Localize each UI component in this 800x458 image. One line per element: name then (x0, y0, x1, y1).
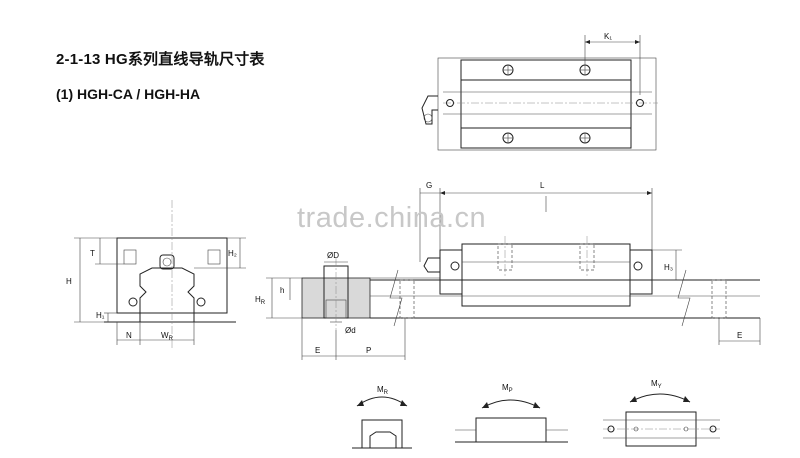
dimension-label-WR: WR (161, 331, 174, 342)
dimension-label-E-right: E (737, 331, 742, 340)
page-title: 2-1-13 HG系列直线导轨尺寸表 (56, 51, 265, 68)
dimension-label-N: N (126, 331, 132, 340)
dimension-label-E-left: E (315, 346, 320, 355)
dimension-label-OD: ØD (327, 251, 339, 260)
dimension-label-H2: H₂ (228, 249, 237, 258)
top-view: K₁ (421, 32, 658, 151)
dimension-label-H: H (66, 277, 72, 286)
moment-label-MR: MR (377, 385, 389, 396)
dimension-label-P: P (366, 346, 371, 355)
grease-nipple-icon (421, 95, 438, 125)
dimension-label-L: L (540, 181, 545, 190)
dimension-label-Od: Ød (345, 326, 356, 335)
rail-section-view: HR h ØD Ød E P (255, 251, 440, 360)
dimension-label-HR: HR (255, 295, 266, 306)
moment-MP-diagram: MP (455, 383, 568, 443)
dimension-label-h: h (280, 286, 284, 295)
front-view: H T H₁ H₂ N WR (66, 200, 246, 350)
grease-nipple-icon (423, 257, 440, 273)
dimension-label-H1: H₁ (96, 311, 105, 320)
moment-label-MY: MY (651, 379, 662, 390)
dimension-label-G: G (426, 181, 432, 190)
dimension-label-K1: K₁ (604, 32, 612, 41)
moment-MY-diagram: MY (603, 379, 720, 447)
dimension-label-T: T (90, 249, 95, 258)
moment-MR-diagram: MR (352, 385, 412, 449)
side-view: G L H₃ E (370, 181, 761, 345)
model-subtitle: (1) HGH-CA / HGH-HA (56, 86, 201, 102)
watermark-text: trade.china.cn (297, 202, 487, 234)
dimension-label-H3: H₃ (664, 263, 673, 272)
moment-label-MP: MP (502, 383, 513, 394)
